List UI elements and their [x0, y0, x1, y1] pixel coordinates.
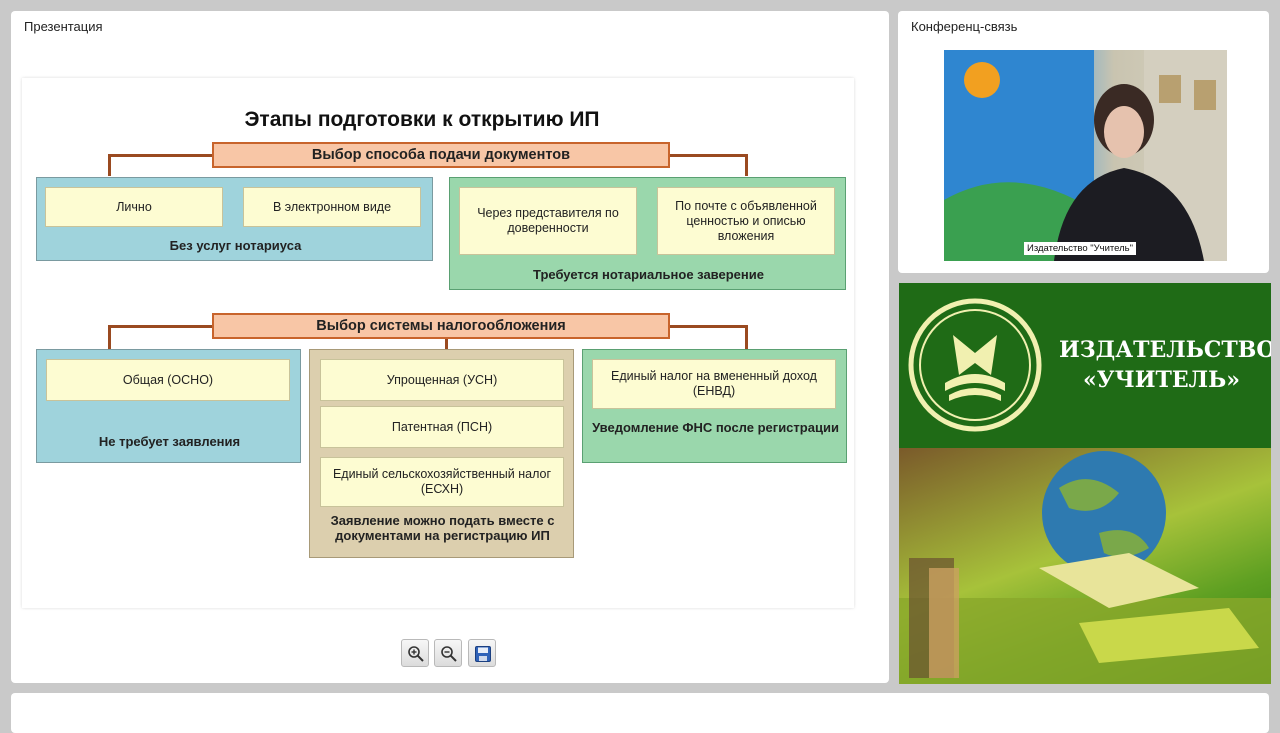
- section2-header: Выбор системы налогообложения: [212, 313, 670, 339]
- envd-note: Уведомление ФНС после регистрации: [592, 420, 839, 435]
- special-regimes-group: Упрощенная (УСН) Патентная (ПСН) Единый …: [309, 349, 574, 558]
- notary-required-group: Через представителя по доверенности По п…: [449, 177, 846, 290]
- option-envd: Единый налог на вмененный доход (ЕНВД): [592, 359, 836, 409]
- video-feed[interactable]: Издательство "Учитель": [944, 50, 1227, 261]
- connector: [668, 154, 748, 157]
- option-usn: Упрощенная (УСН): [320, 359, 564, 401]
- connector: [108, 325, 214, 328]
- participant-name-label: Издательство "Учитель": [1024, 242, 1137, 255]
- publisher-banner-top: ИЗДАТЕЛЬСТВО «УЧИТЕЛЬ»: [899, 283, 1271, 448]
- publisher-name-line1: ИЗДАТЕЛЬСТВО: [1059, 337, 1271, 363]
- presentation-panel: Презентация Этапы подготовки к открытию …: [11, 11, 889, 683]
- connector: [668, 325, 748, 328]
- publisher-name: ИЗДАТЕЛЬСТВО «УЧИТЕЛЬ»: [1059, 335, 1271, 395]
- books-globe-illustration: [899, 451, 1271, 684]
- connector: [108, 154, 214, 157]
- publisher-banner: ИЗДАТЕЛЬСТВО «УЧИТЕЛЬ»: [899, 283, 1271, 684]
- connector: [445, 338, 448, 351]
- save-icon: [475, 646, 491, 662]
- publisher-name-line2: «УЧИТЕЛЬ»: [1083, 367, 1240, 393]
- option-in-person: Лично: [45, 187, 223, 227]
- option-electronic: В электронном виде: [243, 187, 421, 227]
- zoom-in-icon: [408, 646, 424, 662]
- zoom-out-button[interactable]: [434, 639, 462, 667]
- special-regimes-note: Заявление можно подать вместе с документ…: [330, 513, 555, 543]
- option-eshn: Единый сельскохозяйственный налог (ЕСХН): [320, 457, 564, 507]
- notary-required-note: Требуется нотариальное заверение: [533, 267, 764, 282]
- zoom-out-icon: [441, 646, 457, 662]
- option-osno: Общая (ОСНО): [46, 359, 290, 401]
- presentation-panel-title: Презентация: [24, 19, 103, 34]
- zoom-in-button[interactable]: [401, 639, 429, 667]
- no-notary-note: Без услуг нотариуса: [169, 238, 302, 253]
- books-globe-image: [899, 448, 1271, 684]
- bottom-panel: [11, 693, 1269, 733]
- osno-note: Не требует заявления: [98, 434, 241, 449]
- option-psn: Патентная (ПСН): [320, 406, 564, 448]
- option-mail: По почте с объявленной ценностью и опись…: [657, 187, 835, 255]
- save-button[interactable]: [468, 639, 496, 667]
- osno-group: Общая (ОСНО) Не требует заявления: [36, 349, 301, 463]
- connector: [108, 325, 111, 349]
- connector: [745, 154, 748, 176]
- section1-header: Выбор способа подачи документов: [212, 142, 670, 168]
- conference-panel: Конференц-связь Издательство "Учитель": [898, 11, 1269, 273]
- conference-panel-title: Конференц-связь: [911, 19, 1018, 34]
- option-representative: Через представителя по доверенности: [459, 187, 637, 255]
- envd-group: Единый налог на вмененный доход (ЕНВД) У…: [582, 349, 847, 463]
- no-notary-group: Лично В электронном виде Без услуг нотар…: [36, 177, 433, 261]
- connector: [108, 154, 111, 176]
- slide: Этапы подготовки к открытию ИП Выбор спо…: [22, 78, 854, 608]
- connector: [745, 325, 748, 349]
- slide-title: Этапы подготовки к открытию ИП: [244, 108, 600, 131]
- publisher-logo-icon: [908, 298, 1042, 432]
- video-frame-image: [944, 50, 1227, 261]
